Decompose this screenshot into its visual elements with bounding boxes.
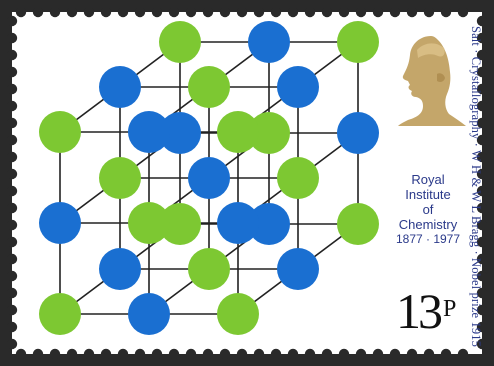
sodium-atom	[99, 248, 141, 290]
chlorine-atom	[217, 293, 259, 335]
chlorine-atom	[128, 202, 170, 244]
sodium-atom	[337, 112, 379, 154]
sodium-atom	[277, 66, 319, 108]
vertical-caption: Salt · Crystallography · W H & W L Bragg…	[468, 26, 483, 356]
institution-line: of	[392, 202, 464, 217]
sodium-atom	[128, 293, 170, 335]
sodium-atom	[277, 248, 319, 290]
sodium-atom	[188, 157, 230, 199]
chlorine-atom	[188, 66, 230, 108]
chlorine-atom	[99, 157, 141, 199]
sodium-atom	[128, 111, 170, 153]
sodium-atom	[39, 202, 81, 244]
institution-line: Institute	[392, 187, 464, 202]
chlorine-atom	[188, 248, 230, 290]
sodium-atom	[217, 202, 259, 244]
chlorine-atom	[277, 157, 319, 199]
chlorine-atom	[159, 21, 201, 63]
chlorine-atom	[337, 203, 379, 245]
sodium-atom	[99, 66, 141, 108]
institution-line: Chemistry	[392, 217, 464, 232]
denomination-unit: P	[443, 296, 453, 322]
chlorine-atom	[217, 111, 259, 153]
chlorine-atom	[39, 111, 81, 153]
sodium-atom	[248, 21, 290, 63]
institution-block: Royal Institute of Chemistry 1877 · 1977	[392, 172, 464, 247]
years-label: 1877 · 1977	[392, 232, 464, 247]
chlorine-atom	[337, 21, 379, 63]
denomination-number: 13	[396, 283, 440, 339]
institution-line: Royal	[392, 172, 464, 187]
chlorine-atom	[39, 293, 81, 335]
